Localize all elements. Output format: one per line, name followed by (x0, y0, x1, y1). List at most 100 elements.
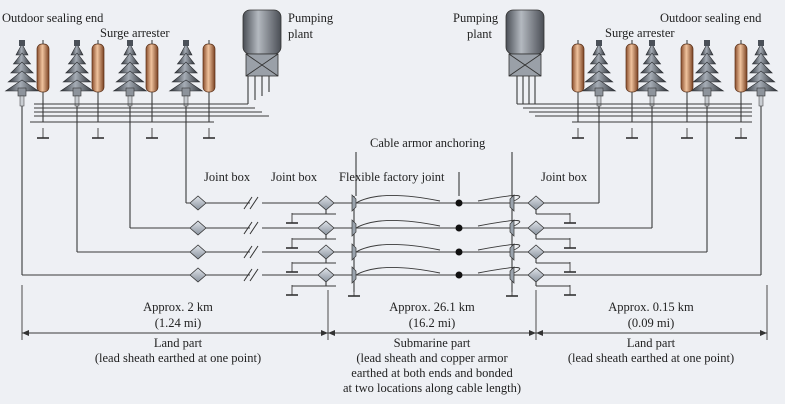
submarine-desc-2: earthed at both ends and bonded (351, 366, 513, 380)
joint-box-left (189, 244, 207, 260)
bonding-curve (477, 195, 521, 204)
joint-box-left (189, 195, 207, 211)
surge-arrester-left-2 (91, 40, 105, 100)
joint-box-mid (317, 195, 335, 211)
outdoor-sealing-end-right-3 (689, 40, 725, 107)
submarine-distance-mi: (16.2 mi) (409, 316, 456, 330)
surge-arrester-right-1 (571, 40, 585, 100)
armor-anchor-left (351, 266, 357, 284)
terminal-base (647, 87, 657, 97)
earth-symbol (286, 238, 298, 249)
joint-box-mid (317, 220, 335, 236)
arrester-body (145, 43, 159, 93)
land-left-desc: (lead sheath earthed at one point) (95, 351, 261, 365)
pumping-plant-tank (505, 9, 545, 55)
submarine-desc-1: (lead sheath and copper armor (356, 351, 508, 365)
earth-symbol (203, 128, 215, 139)
land-right-title: Land part (627, 336, 676, 350)
earth-symbol (564, 262, 576, 273)
earth-symbol (146, 128, 158, 139)
joint-box-mid (317, 244, 335, 260)
bonding-curve (477, 220, 521, 229)
arrester-body (36, 43, 50, 93)
submarine-distance: Approx. 26.1 km (389, 300, 475, 314)
terminal-cap (758, 40, 764, 46)
joint-box-right (527, 267, 545, 283)
flexible-factory-joint-dot (455, 224, 463, 232)
joint-box-right (527, 220, 545, 236)
cable-break-mark (243, 245, 259, 259)
outdoor-sealing-end-left-label: Outdoor sealing end (2, 11, 104, 25)
outdoor-sealing-end-left-3 (112, 40, 148, 107)
wiring-layer (21, 76, 762, 297)
submarine-desc-3: at two locations along cable length) (343, 381, 521, 395)
terminal-cap (183, 40, 189, 46)
land-left-distance: Approx. 2 km (143, 300, 213, 314)
flexible-factory-joint-dot (455, 248, 463, 256)
pumping-plant-right-label-2: plant (467, 27, 493, 41)
flexible-factory-joint-dot (455, 199, 463, 207)
outdoor-sealing-end-right-label: Outdoor sealing end (660, 11, 762, 25)
armor-anchor-right (509, 194, 515, 212)
flexible-factory-joint-dot (455, 271, 463, 279)
earth-symbol (37, 128, 49, 139)
earth-symbol (626, 128, 638, 139)
earth-symbol (564, 213, 576, 224)
cable-break-mark (243, 268, 259, 282)
outdoor-sealing-end-left-2 (59, 40, 95, 107)
joint-box-right (527, 244, 545, 260)
pumping-plant-tank (242, 9, 282, 55)
cable-break-mark (243, 221, 259, 235)
terminal-base (702, 87, 712, 97)
earth-symbol (681, 128, 693, 139)
surge-arrester-left-label: Surge arrester (100, 26, 170, 40)
earth-symbol (564, 238, 576, 249)
earth-symbol (506, 286, 518, 297)
armor-anchor-right (509, 266, 515, 284)
terminal-base (72, 87, 82, 97)
pumping-plant-left-label-2: plant (288, 27, 314, 41)
arrester-body (625, 43, 639, 93)
earth-symbol (564, 285, 576, 296)
joint-box-right (527, 195, 545, 211)
surge-arrester-left-4 (202, 40, 216, 100)
pumping-plant-left-label-1: Pumping (288, 11, 334, 25)
pumping-plant-right-label-1: Pumping (453, 11, 499, 25)
armor-anchor-right (509, 243, 515, 261)
pumping-plant-cross (245, 53, 279, 77)
bonding-curve (355, 195, 441, 204)
surge-arrester-right-4 (734, 40, 748, 100)
terminal-cap (19, 40, 25, 46)
armor-anchor-left (351, 219, 357, 237)
land-left-distance-mi: (1.24 mi) (155, 316, 202, 330)
arrester-body (680, 43, 694, 93)
terminal-cap (127, 40, 133, 46)
outdoor-sealing-end-right-2 (634, 40, 670, 107)
land-right-distance-mi: (0.09 mi) (628, 316, 675, 330)
outdoor-sealing-end-right-1 (581, 40, 617, 107)
terminal-base (17, 87, 27, 97)
pumping-plant-cross (508, 53, 542, 77)
terminal-cap (649, 40, 655, 46)
joint-box-left (189, 220, 207, 236)
surge-arrester-left-1 (36, 40, 50, 100)
terminal-base (181, 87, 191, 97)
joint-box-label-3: Joint box (541, 170, 588, 184)
armor-anchor-right (509, 219, 515, 237)
joint-box-left (189, 267, 207, 283)
earth-symbol (348, 286, 360, 297)
surge-arrester-right-2 (625, 40, 639, 100)
terminal-stem (758, 95, 764, 107)
terminal-base (756, 87, 766, 97)
outdoor-sealing-end-left-4 (168, 40, 204, 107)
land-right-desc: (lead sheath earthed at one point) (568, 351, 734, 365)
arrester-body (202, 43, 216, 93)
terminal-base (125, 87, 135, 97)
armor-anchor-left (351, 243, 357, 261)
earth-symbol (735, 128, 747, 139)
terminal-stem (19, 95, 25, 107)
submarine-title: Submarine part (394, 336, 471, 350)
flexible-factory-joint-label: Flexible factory joint (339, 170, 445, 184)
armor-anchor-left (351, 194, 357, 212)
